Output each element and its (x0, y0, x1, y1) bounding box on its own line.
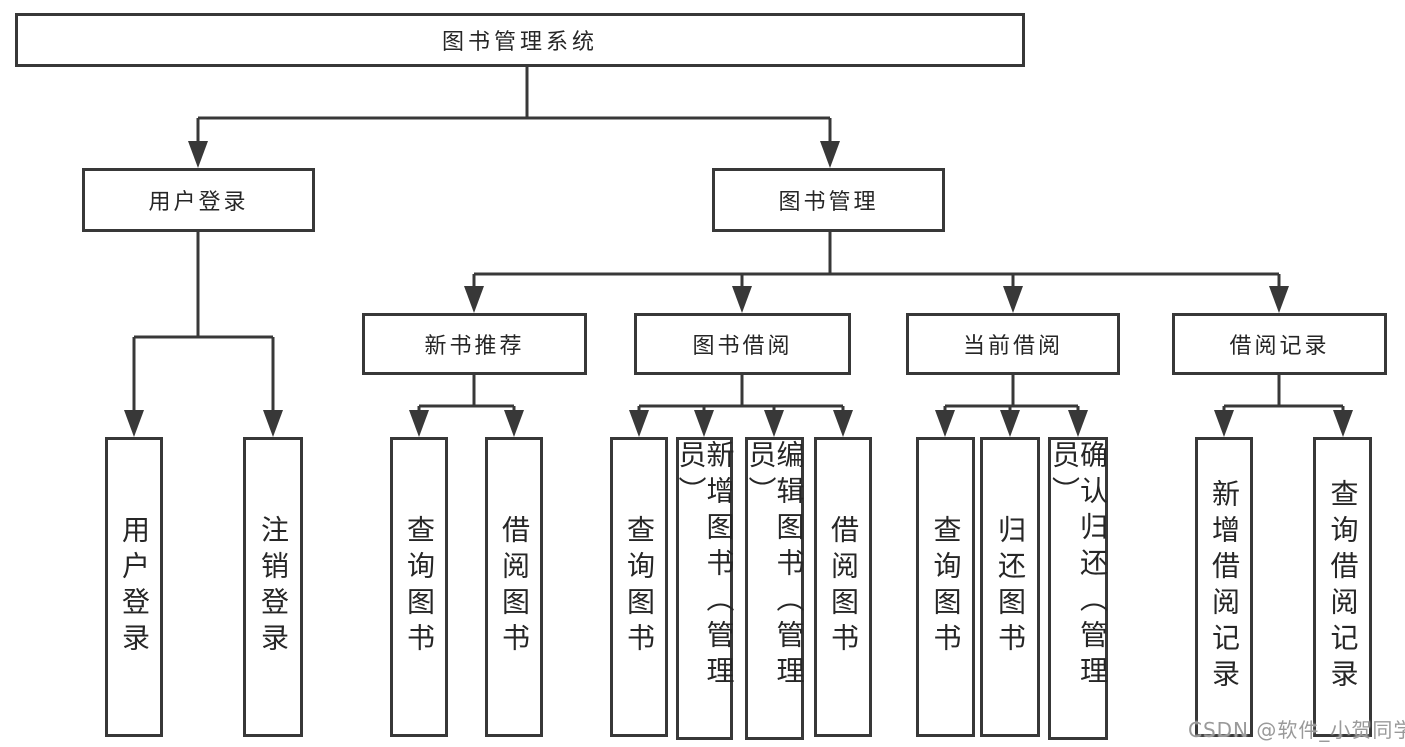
csdn-watermark: CSDN @软件_小贺同学 (1188, 718, 1405, 742)
arrow-down-icon (764, 410, 784, 437)
arrow-down-icon (629, 410, 649, 437)
leaf-borrow-books-2: 借阅图书 (814, 437, 872, 737)
node-label: 用户登录 (118, 515, 151, 659)
leaf-borrow-books-1: 借阅图书 (485, 437, 543, 737)
node-book-management: 图书管理 (712, 168, 945, 232)
node-user-login: 用户登录 (82, 168, 315, 232)
arrow-down-icon (263, 410, 283, 437)
arrow-down-icon (1333, 410, 1353, 437)
arrow-down-icon (188, 141, 208, 168)
node-label: 新增借阅记录 (1208, 479, 1241, 695)
node-book-borrow: 图书借阅 (634, 313, 851, 375)
connector-book-borrow-to-children (637, 375, 845, 415)
arrowheads (124, 141, 1353, 437)
node-label: 借阅图书 (498, 515, 531, 659)
node-library-system: 图书管理系统 (15, 13, 1025, 67)
node-label: 图书管理 (778, 190, 879, 215)
arrow-down-icon (409, 410, 429, 437)
connector-user-login-to-children (132, 232, 275, 414)
arrow-down-icon (820, 141, 840, 168)
arrow-down-icon (694, 410, 714, 437)
leaf-query-books-2: 查询图书 (610, 437, 668, 737)
leaf-confirm-return-admin: 确认归还（管理员） (1048, 437, 1109, 740)
arrow-down-icon (464, 286, 484, 313)
connector-root-to-level2 (196, 67, 832, 146)
node-label: 借阅图书 (827, 515, 860, 659)
node-label: 当前借阅 (962, 334, 1063, 359)
connector-book-mgmt-to-level3 (472, 232, 1281, 291)
arrow-down-icon (935, 410, 955, 437)
leaf-edit-book-admin: 编辑图书（管理员） (744, 437, 806, 740)
node-label: 用户登录 (148, 190, 249, 215)
node-label: 查询图书 (403, 515, 436, 659)
leaf-add-borrow-record: 新增借阅记录 (1195, 437, 1253, 737)
arrow-down-icon (1003, 286, 1023, 313)
leaf-return-book: 归还图书 (980, 437, 1040, 737)
arrow-down-icon (1269, 286, 1289, 313)
node-label: 新书推荐 (424, 334, 525, 359)
node-label: 归还图书 (994, 515, 1027, 659)
connector-new-book-rec-to-children (417, 375, 516, 415)
node-label: 查询图书 (929, 515, 963, 659)
node-label: 图书管理系统 (441, 30, 598, 55)
leaf-query-books-3: 查询图书 (916, 437, 975, 737)
arrow-down-icon (732, 286, 752, 313)
leaf-add-book-admin: 新增图书（管理员） (674, 437, 736, 740)
node-label: 确认归还（管理员） (1048, 440, 1109, 692)
node-label: 注销登录 (257, 515, 290, 659)
arrow-down-icon (504, 410, 524, 437)
node-label: 新增图书（管理员） (674, 440, 736, 692)
connector-borrow-record-to-children (1222, 375, 1345, 415)
leaf-query-borrow-record: 查询借阅记录 (1313, 437, 1372, 737)
connector-current-borrow-to-children (943, 375, 1080, 415)
node-label: 查询借阅记录 (1326, 479, 1360, 695)
arrow-down-icon (833, 410, 853, 437)
node-borrow-records: 借阅记录 (1172, 313, 1387, 375)
arrow-down-icon (1000, 410, 1020, 437)
node-label: 借阅记录 (1229, 334, 1330, 359)
leaf-user-login: 用户登录 (105, 437, 163, 737)
node-current-borrow: 当前借阅 (906, 313, 1120, 375)
arrow-down-icon (124, 410, 144, 437)
node-label: 图书借阅 (692, 334, 793, 359)
node-new-book-recommend: 新书推荐 (362, 313, 587, 375)
arrow-down-icon (1214, 410, 1234, 437)
leaf-logout: 注销登录 (243, 437, 303, 737)
arrow-down-icon (1068, 410, 1088, 437)
node-label: 查询图书 (623, 515, 656, 659)
node-label: 编辑图书（管理员） (744, 440, 806, 692)
leaf-query-books-1: 查询图书 (390, 437, 448, 737)
